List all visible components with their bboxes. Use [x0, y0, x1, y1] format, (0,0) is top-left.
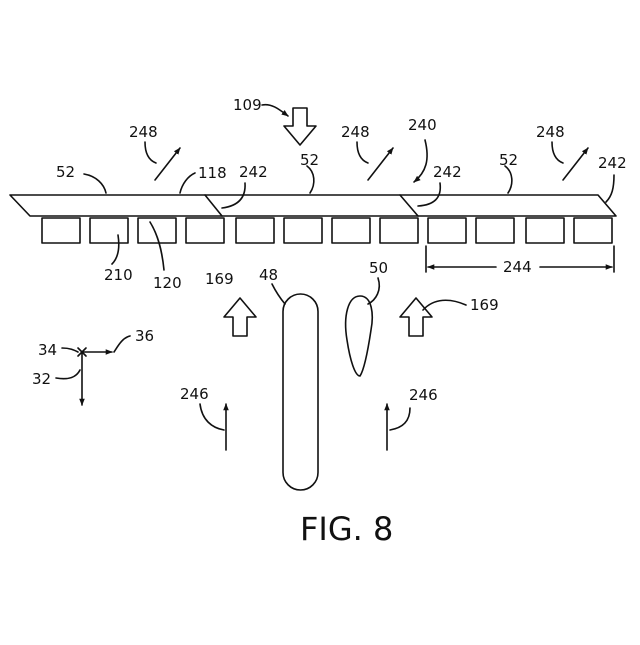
panel-assembly — [10, 195, 616, 216]
cell — [526, 218, 564, 243]
cell — [380, 218, 418, 243]
label-48: 48 — [259, 266, 278, 284]
cell — [574, 218, 612, 243]
leader-109 — [262, 105, 288, 116]
leader-48 — [272, 284, 285, 304]
hollow-up-arrow-left — [224, 298, 256, 336]
label-169-right: 169 — [470, 296, 499, 314]
hollow-down-arrow — [284, 108, 316, 145]
reference-numerals: 109 248 248 248 240 52 52 52 118 242 242… — [32, 96, 627, 404]
cell — [236, 218, 274, 243]
label-210: 210 — [104, 266, 133, 284]
diagonal-arrow-248-right — [563, 148, 588, 180]
leader-248-mid — [357, 142, 368, 163]
cell — [90, 218, 128, 243]
label-36: 36 — [135, 327, 154, 345]
leader-169-right — [423, 300, 466, 310]
leader-242-right — [606, 175, 614, 202]
leader-118 — [180, 173, 195, 193]
cell — [284, 218, 322, 243]
label-248-right: 248 — [536, 123, 565, 141]
leader-248-right — [552, 142, 563, 163]
leader-248-left — [145, 142, 156, 163]
label-246-left: 246 — [180, 385, 209, 403]
label-244: 244 — [503, 258, 532, 276]
hollow-up-arrow-right — [400, 298, 432, 336]
label-32: 32 — [32, 370, 51, 388]
label-169-left: 169 — [205, 270, 234, 288]
cell — [332, 218, 370, 243]
label-52-right: 52 — [499, 151, 518, 169]
cell — [42, 218, 80, 243]
label-240: 240 — [408, 116, 437, 134]
leader-52-left — [84, 174, 106, 193]
coordinate-axes — [78, 348, 112, 405]
cell — [186, 218, 224, 243]
cell-row — [42, 218, 612, 243]
label-248-left: 248 — [129, 123, 158, 141]
diagonal-arrow-248-left — [155, 148, 180, 180]
leader-34 — [62, 348, 78, 352]
leader-32 — [56, 370, 80, 379]
leader-52-mid — [307, 166, 314, 193]
label-242-right: 242 — [598, 154, 627, 172]
diagonal-arrow-248-mid — [368, 148, 393, 180]
label-242-left: 242 — [239, 163, 268, 181]
cell — [428, 218, 466, 243]
leader-36 — [114, 336, 130, 352]
cell — [476, 218, 514, 243]
elongated-member — [283, 294, 318, 490]
label-34: 34 — [38, 341, 57, 359]
label-52-left: 52 — [56, 163, 75, 181]
label-248-mid: 248 — [341, 123, 370, 141]
figure-caption: FIG. 8 — [300, 510, 393, 548]
cell — [138, 218, 176, 243]
teardrop-member — [346, 296, 373, 376]
leader-240 — [414, 140, 427, 182]
label-50: 50 — [369, 259, 388, 277]
leader-50 — [368, 278, 379, 304]
leader-246-left — [200, 404, 224, 430]
label-118: 118 — [198, 164, 227, 182]
label-242-mid: 242 — [433, 163, 462, 181]
label-109: 109 — [233, 96, 262, 114]
label-246-right: 246 — [409, 386, 438, 404]
leader-246-right — [390, 408, 410, 430]
label-120: 120 — [153, 274, 182, 292]
leader-52-right — [505, 166, 512, 193]
label-52-mid: 52 — [300, 151, 319, 169]
panel-outline — [10, 195, 616, 216]
